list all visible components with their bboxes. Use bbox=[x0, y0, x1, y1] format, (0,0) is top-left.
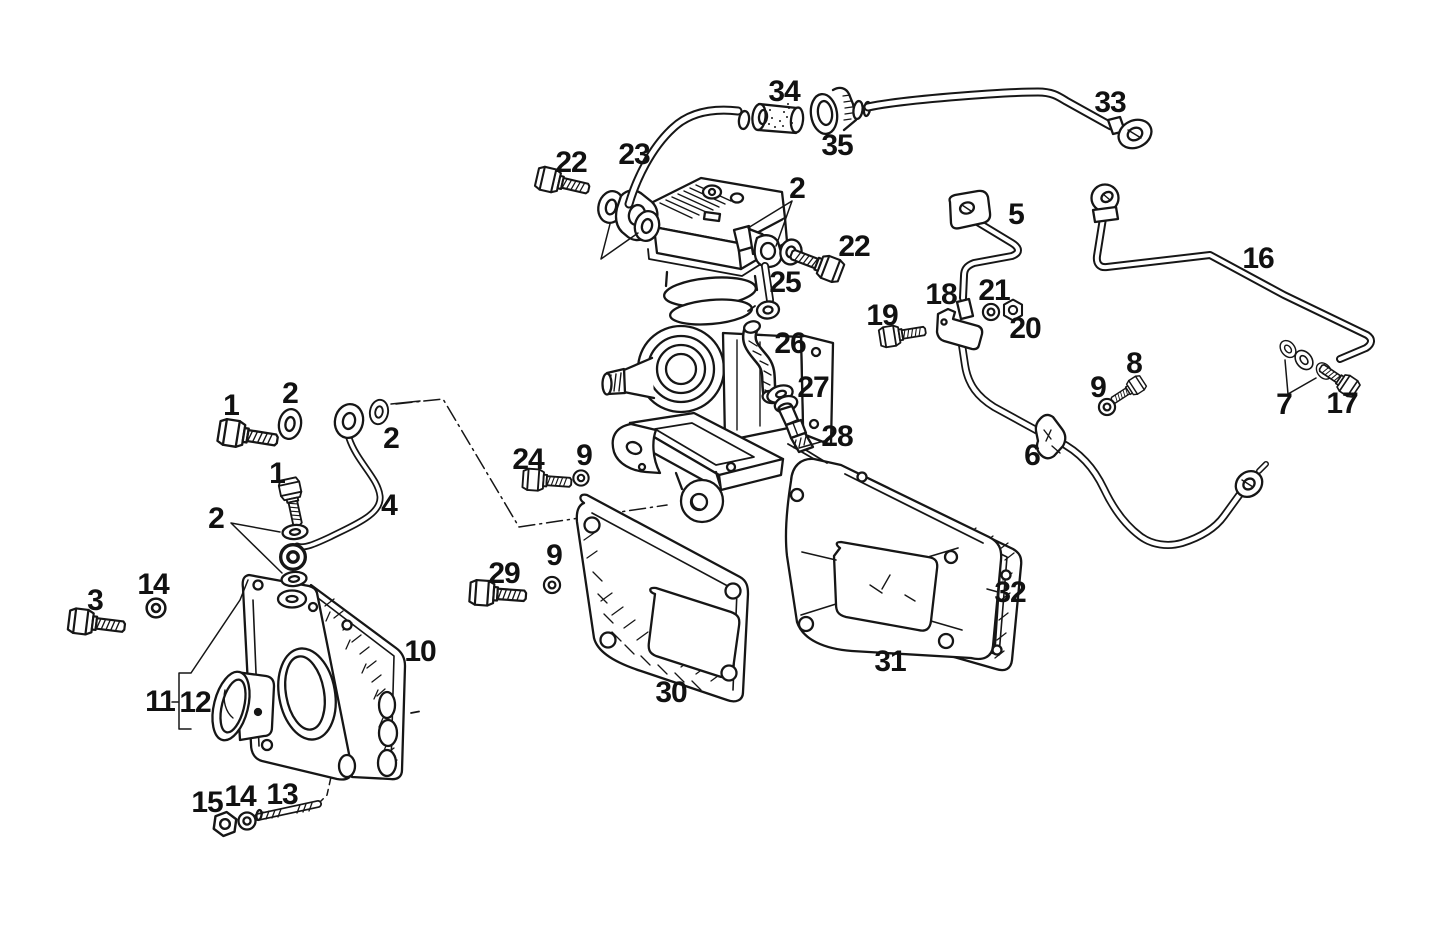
part-30-gasket bbox=[575, 493, 750, 703]
part-label-13: 13 bbox=[266, 778, 298, 811]
part-label-2-c: 2 bbox=[383, 422, 400, 455]
part-label-32: 32 bbox=[994, 576, 1026, 609]
part-label-31: 31 bbox=[874, 645, 906, 678]
part-label-16: 16 bbox=[1242, 242, 1274, 275]
part-label-20: 20 bbox=[1009, 312, 1041, 345]
part-label-1-a: 1 bbox=[223, 389, 240, 422]
part-16-pipe bbox=[1090, 183, 1375, 363]
part-label-9-b: 9 bbox=[576, 439, 593, 472]
part-label-34: 34 bbox=[768, 75, 800, 108]
part-10-gasket bbox=[309, 583, 407, 781]
part-label-26: 26 bbox=[774, 327, 806, 360]
part-label-14-b: 14 bbox=[224, 780, 256, 813]
part-31-support-bracket bbox=[784, 443, 1003, 661]
part-label-2-a: 2 bbox=[789, 172, 806, 205]
part-label-2-b: 2 bbox=[282, 377, 299, 410]
part-label-5: 5 bbox=[1008, 198, 1025, 231]
part-4-jumper-pipe bbox=[293, 434, 384, 551]
part-label-4: 4 bbox=[381, 489, 398, 522]
part-label-25: 25 bbox=[769, 266, 801, 299]
part-label-21: 21 bbox=[978, 274, 1010, 307]
part-label-28: 28 bbox=[821, 420, 853, 453]
part-label-24: 24 bbox=[512, 443, 544, 476]
part-label-30: 30 bbox=[655, 676, 687, 709]
part-label-9-c: 9 bbox=[546, 539, 563, 572]
part-label-35: 35 bbox=[821, 129, 853, 162]
part-25-pipe bbox=[747, 262, 781, 320]
part-28-valve bbox=[777, 402, 815, 454]
part-label-23: 23 bbox=[618, 138, 650, 171]
part-label-27: 27 bbox=[797, 371, 829, 404]
part-label-9-a: 9 bbox=[1090, 371, 1107, 404]
part-label-11: 11 bbox=[145, 685, 176, 718]
part-label-17: 17 bbox=[1326, 387, 1358, 420]
datum-lines bbox=[317, 398, 668, 805]
part-label-2-d: 2 bbox=[208, 502, 225, 535]
part-18-clamp bbox=[935, 297, 984, 351]
part-label-12: 12 bbox=[179, 686, 211, 719]
leader-lines bbox=[171, 200, 1317, 730]
part-label-33: 33 bbox=[1094, 86, 1126, 119]
part-6-pipe bbox=[958, 341, 1269, 549]
left-hardware bbox=[66, 397, 391, 839]
part-34-sleeve bbox=[751, 102, 805, 135]
part-label-8: 8 bbox=[1126, 347, 1143, 380]
part-label-1-b: 1 bbox=[269, 457, 286, 490]
part-label-3: 3 bbox=[87, 584, 104, 617]
part-label-14-a: 14 bbox=[137, 568, 169, 601]
part-label-22-b: 22 bbox=[838, 230, 870, 263]
part-12-bushing bbox=[211, 670, 276, 742]
part-label-18: 18 bbox=[925, 278, 957, 311]
part-label-29: 29 bbox=[488, 557, 520, 590]
part-5-pipe bbox=[948, 189, 1022, 302]
part-label-10: 10 bbox=[404, 635, 436, 668]
part-label-22-a: 22 bbox=[555, 146, 587, 179]
part-label-6: 6 bbox=[1024, 439, 1041, 472]
part-label-15: 15 bbox=[191, 786, 223, 819]
part-23-pipe bbox=[624, 105, 751, 209]
part-label-19: 19 bbox=[866, 299, 898, 332]
part-label-7: 7 bbox=[1276, 388, 1293, 421]
part-33-pipe bbox=[852, 87, 1153, 150]
part-35-clamp bbox=[809, 86, 858, 136]
